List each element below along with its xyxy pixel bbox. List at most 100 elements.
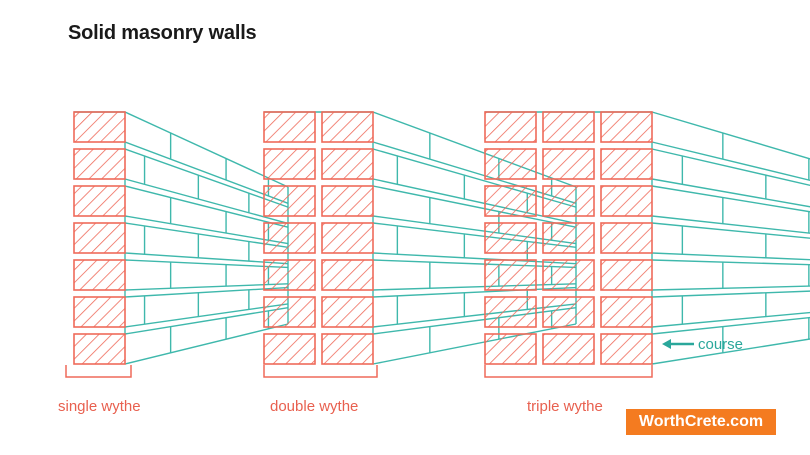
course-bottom-line [124, 303, 289, 328]
brick-section [263, 111, 316, 143]
course-top-line [124, 185, 289, 228]
brick-section [542, 333, 595, 365]
brick-section [321, 222, 374, 254]
brick-section [542, 111, 595, 143]
course-bottom-line [372, 303, 577, 328]
brick-section [600, 259, 653, 291]
brick-section [484, 111, 537, 143]
brick-section [321, 296, 374, 328]
brick-section [263, 259, 316, 291]
brick-section [542, 296, 595, 328]
brick-section [263, 222, 316, 254]
course-bottom-line [372, 178, 577, 225]
course-top-line [124, 259, 289, 269]
brick-section [321, 148, 374, 180]
brick-section [263, 148, 316, 180]
label-double-wythe: double wythe [270, 398, 358, 415]
label-triple-wythe: triple wythe [527, 398, 603, 415]
course-bottom-line [372, 252, 577, 265]
brick-section [484, 222, 537, 254]
course-bottom-line [651, 141, 810, 182]
label-course: course [698, 336, 743, 353]
watermark-logo: WorthCrete.com [626, 409, 776, 435]
course-bottom-line [372, 215, 577, 245]
course-top-line [372, 148, 577, 208]
brick-section [73, 148, 126, 180]
course-top-line [651, 259, 810, 266]
brick-section [542, 222, 595, 254]
course-bottom-line [124, 283, 289, 291]
course-bottom-line [124, 178, 289, 225]
brick-section [600, 111, 653, 143]
brick-section [484, 333, 537, 365]
course-bottom-line [124, 323, 289, 365]
wall-face [74, 111, 289, 365]
course-top-line [372, 111, 577, 188]
arrow-left-icon [662, 339, 694, 349]
brick-section [600, 296, 653, 328]
brick-section [600, 222, 653, 254]
course-top-line [651, 185, 810, 213]
course-bottom-line [651, 215, 810, 234]
brick-section [73, 259, 126, 291]
course-top-line [651, 148, 810, 187]
wythe-bracket [263, 365, 378, 378]
brick-section [542, 259, 595, 291]
brick-section [73, 222, 126, 254]
wall-face [485, 111, 810, 365]
course-top-line [372, 286, 577, 298]
course-top-line [124, 306, 289, 335]
course-top-line [124, 111, 289, 188]
course-top-line [651, 111, 810, 160]
wall-1-wythe [65, 111, 289, 378]
course-bottom-line [651, 311, 810, 328]
course-top-line [124, 286, 289, 298]
brick-section [542, 148, 595, 180]
course-top-line [372, 222, 577, 249]
label-single-wythe: single wythe [58, 398, 141, 415]
course-bottom-line [124, 252, 289, 265]
brick-section [484, 148, 537, 180]
course-top-line [651, 290, 810, 298]
brick-section [321, 259, 374, 291]
course-bottom-line [124, 215, 289, 245]
course-bottom-line [372, 141, 577, 204]
wythe-bracket [65, 365, 132, 378]
course-bottom-line [372, 323, 577, 365]
course-top-line [124, 222, 289, 249]
brick-section [600, 333, 653, 365]
wythe-bracket [484, 365, 653, 378]
course-bottom-line [651, 285, 810, 291]
brick-section [321, 333, 374, 365]
course-top-line [651, 222, 810, 239]
course-top-line [651, 316, 810, 335]
brick-section [73, 296, 126, 328]
brick-section [542, 185, 595, 217]
brick-section [600, 185, 653, 217]
course-bottom-line [651, 178, 810, 208]
brick-section [321, 185, 374, 217]
course-bottom-line [651, 338, 810, 365]
brick-section [263, 296, 316, 328]
brick-section [484, 296, 537, 328]
brick-section [263, 185, 316, 217]
brick-section [73, 185, 126, 217]
wall-2-wythe [263, 111, 577, 378]
course-top-line [124, 148, 289, 208]
brick-section [600, 148, 653, 180]
brick-section [484, 185, 537, 217]
brick-section [73, 111, 126, 143]
page-title: Solid masonry walls [68, 22, 257, 44]
course-top-line [372, 259, 577, 269]
course-top-line [372, 185, 577, 228]
brick-section [484, 259, 537, 291]
brick-section [263, 333, 316, 365]
course-bottom-line [651, 252, 810, 261]
brick-section [73, 333, 126, 365]
course-top-line [372, 306, 577, 335]
brick-section [321, 111, 374, 143]
course-bottom-line [372, 283, 577, 291]
wall-3-wythe [484, 111, 810, 378]
course-bottom-line [124, 141, 289, 204]
